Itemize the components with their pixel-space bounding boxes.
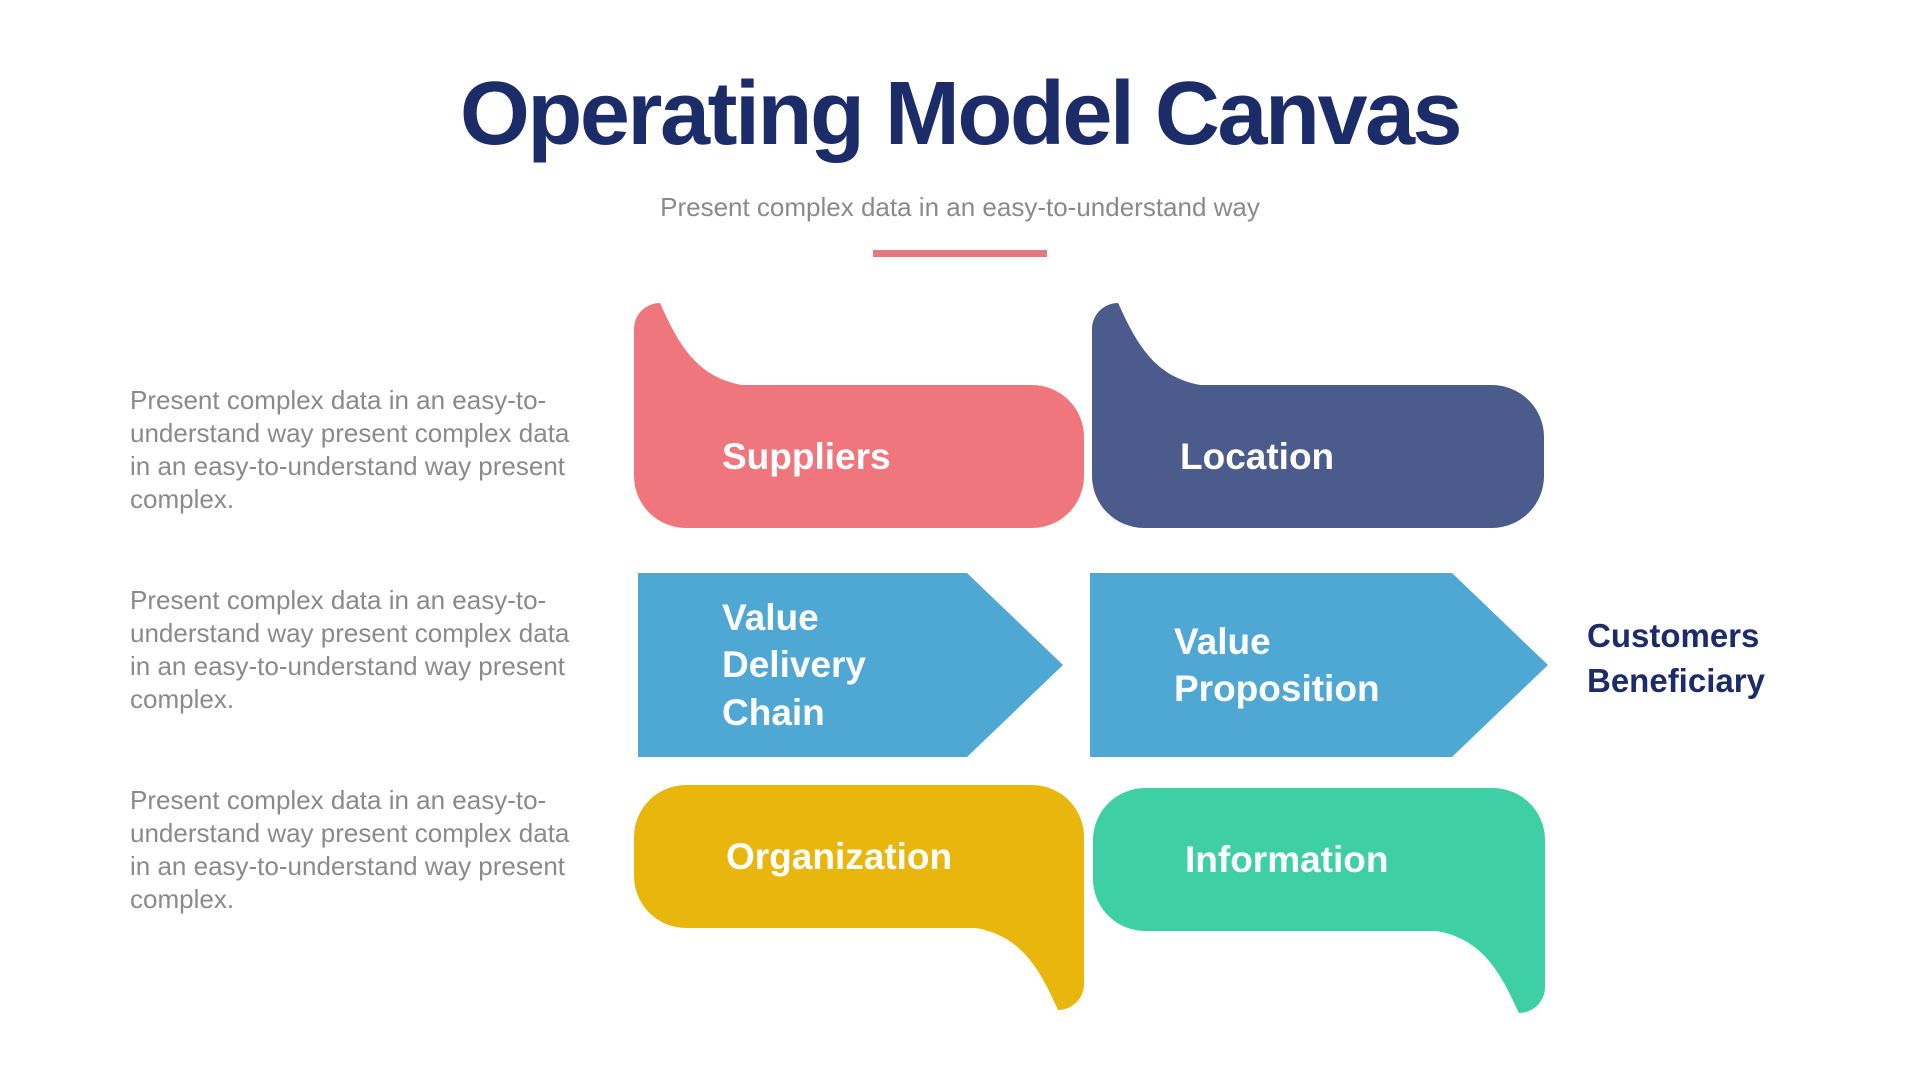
row2-description: Present complex data in an easy-to-under…	[130, 585, 570, 714]
value-proposition-label: Value Proposition	[1174, 620, 1380, 709]
arrow-right-icon	[638, 573, 1063, 757]
suppliers-label: Suppliers	[722, 435, 891, 477]
row3-description: Present complex data in an easy-to-under…	[130, 785, 570, 914]
callout-tail-bottom-right-icon	[634, 785, 1084, 1010]
subtitle: Present complex data in an easy-to-under…	[660, 192, 1260, 222]
page-title: Operating Model Canvas	[459, 64, 1463, 164]
value-proposition-arrow-shape: Value Proposition	[1090, 573, 1548, 757]
information-label: Information	[1185, 838, 1389, 880]
suppliers-callout-shape: Suppliers	[634, 303, 1084, 528]
organization-label: Organization	[726, 835, 953, 877]
value-delivery-chain-arrow-shape: Value Delivery Chain	[638, 573, 1063, 757]
callout-tail-top-left-icon	[1092, 303, 1544, 528]
row1-description: Present complex data in an easy-to-under…	[130, 385, 570, 514]
callout-tail-top-left-icon	[634, 303, 1084, 528]
subtitle-underline-accent	[873, 250, 1047, 257]
information-callout-shape: Information	[1093, 788, 1545, 1013]
callout-tail-bottom-right-icon	[1093, 788, 1545, 1013]
organization-callout-shape: Organization	[634, 785, 1084, 1010]
location-callout-shape: Location	[1092, 303, 1544, 528]
location-label: Location	[1180, 435, 1335, 477]
arrow-right-icon	[1090, 573, 1548, 757]
value-delivery-chain-label: Value Delivery Chain	[722, 596, 866, 733]
customers-beneficiary-label: Customers Beneficiary	[1587, 617, 1765, 699]
